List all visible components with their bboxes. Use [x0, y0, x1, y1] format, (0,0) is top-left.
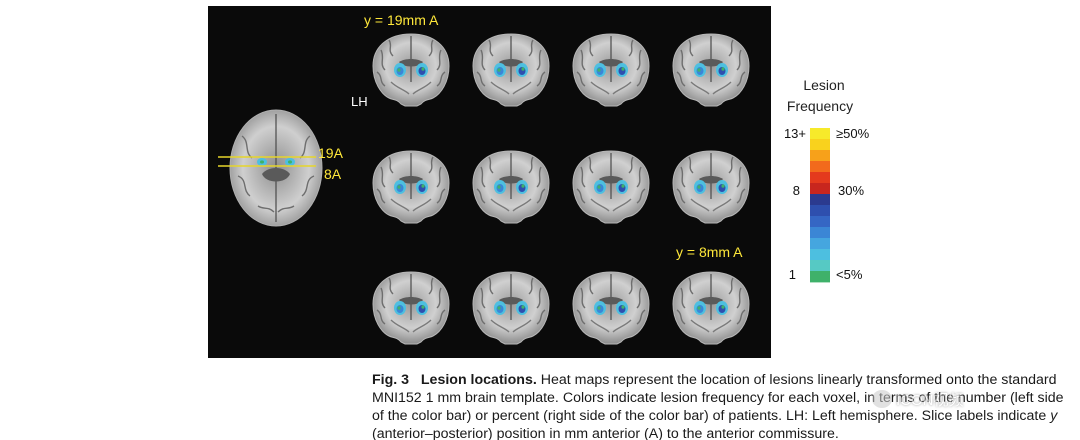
colorbar-swatch — [810, 249, 830, 261]
coronal-slice-r2c2 — [472, 150, 550, 224]
colorbar-swatch — [810, 271, 830, 283]
colorbar-title-line2: Frequency — [787, 98, 853, 114]
coronal-slice-r2c4 — [672, 150, 750, 224]
watermark: ICON视频 — [872, 386, 1052, 412]
coronal-slice-r1c4 — [672, 33, 750, 107]
brain-figure: y = 19mm A y = 8mm A LH 19A 8A — [218, 12, 750, 345]
colorbar-swatch — [810, 161, 830, 173]
colorbar-swatch — [810, 216, 830, 228]
colorbar-swatches — [810, 128, 830, 283]
axial-label-19A: 19A — [318, 145, 344, 161]
colorbar-right-tick-50: ≥50% — [836, 126, 870, 141]
coronal-slice-r1c1 — [372, 33, 450, 107]
colorbar-right-tick-5: <5% — [836, 267, 863, 282]
colorbar-swatch — [810, 172, 830, 184]
colorbar-swatch — [810, 150, 830, 162]
caption-fig-number: Fig. 3 — [372, 372, 410, 388]
figure-panel: y = 19mm A y = 8mm A LH 19A 8A — [208, 6, 771, 358]
coronal-slice-r2c1 — [372, 150, 450, 224]
coronal-slice-r3c3 — [572, 271, 650, 345]
colorbar-swatch — [810, 183, 830, 195]
colorbar-left-tick-1: 1 — [789, 267, 796, 282]
axial-slice — [218, 109, 323, 227]
hemisphere-label: LH — [351, 94, 368, 109]
axial-label-8A: 8A — [324, 166, 342, 182]
caption-fig-title: Lesion locations. — [420, 372, 537, 388]
bottom-slice-label: y = 8mm A — [676, 244, 743, 260]
coronal-slice-r3c1 — [372, 271, 450, 345]
watermark-text: ICON视频 — [896, 391, 964, 409]
color-bar: Lesion Frequency 13+ 8 1 ≥50% 30% <5% — [784, 77, 870, 283]
colorbar-swatch — [810, 194, 830, 206]
colorbar-swatch — [810, 260, 830, 272]
colorbar-swatch — [810, 227, 830, 239]
coronal-slice-r1c2 — [472, 33, 550, 107]
colorbar-right-tick-30: 30% — [838, 183, 864, 198]
coronal-slice-r2c3 — [572, 150, 650, 224]
coronal-slice-r1c3 — [572, 33, 650, 107]
colorbar-swatch — [810, 139, 830, 151]
top-slice-label: y = 19mm A — [364, 12, 439, 28]
coronal-slice-r3c4 — [672, 271, 750, 345]
colorbar-swatch — [810, 238, 830, 250]
colorbar-swatch — [810, 128, 830, 140]
caption-italic-y: y — [1050, 408, 1058, 424]
watermark-logo-icon — [872, 390, 892, 408]
colorbar-title-line1: Lesion — [803, 77, 844, 93]
coronal-slice-r3c2 — [472, 271, 550, 345]
caption-text-2: (anterior–posterior) position in mm ante… — [372, 426, 839, 440]
colorbar-swatch — [810, 205, 830, 217]
colorbar-left-tick-8: 8 — [793, 183, 800, 198]
colorbar-left-tick-13plus: 13+ — [784, 126, 806, 141]
